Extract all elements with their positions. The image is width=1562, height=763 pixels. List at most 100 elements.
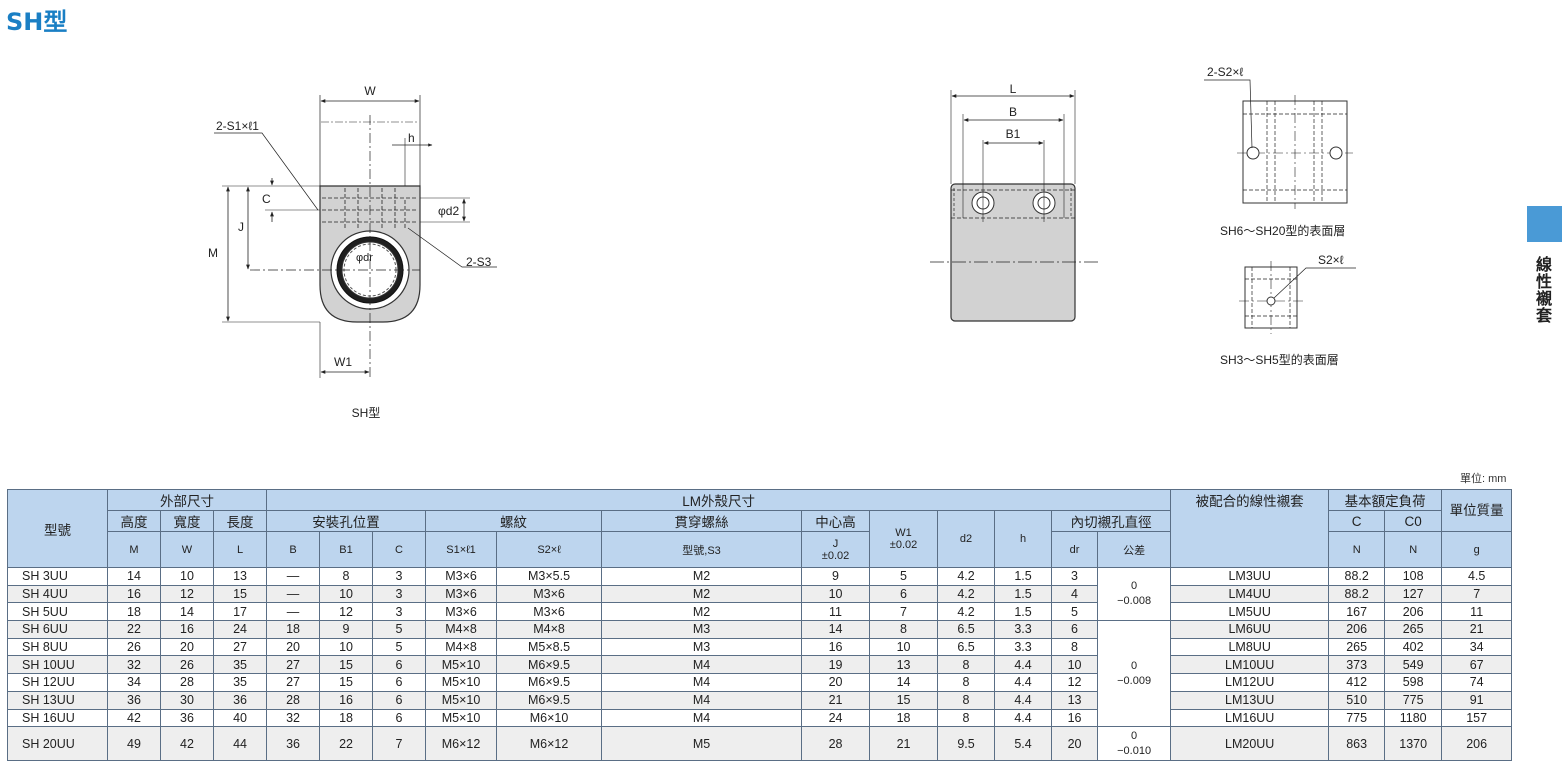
side-tab[interactable] xyxy=(1527,206,1562,242)
label-w1: W1 xyxy=(334,355,352,369)
label-j: J xyxy=(238,220,244,234)
header-s1-sym: S1×ℓ1 xyxy=(425,531,498,568)
table-cell: 8 xyxy=(1051,637,1099,657)
table-cell: 42 xyxy=(107,708,161,728)
table-cell: 4.4 xyxy=(994,673,1053,692)
table-cell: 14 xyxy=(869,673,939,692)
table-cell: 27 xyxy=(212,637,268,657)
table-cell: 22 xyxy=(319,726,374,762)
table-cell: 91 xyxy=(1441,690,1513,710)
table-cell: 11 xyxy=(801,602,871,622)
table-cell: 21 xyxy=(1441,620,1513,639)
spec-table: 型號 外部尺寸 LM外殼尺寸 被配合的線性襯套 基本額定負荷 單位質量 高度 寬… xyxy=(7,489,1513,762)
table-cell: 4 xyxy=(1051,584,1099,604)
table-cell: 167 xyxy=(1328,602,1386,622)
tolerance-upper: 0 xyxy=(1131,580,1138,593)
table-cell: 12 xyxy=(1051,673,1099,692)
table-cell: M3×6 xyxy=(496,602,603,622)
table-cell: — xyxy=(266,584,321,604)
header-through: 貫穿螺絲 xyxy=(601,510,803,532)
table-cell: 7 xyxy=(869,602,939,622)
table-cell: 6.5 xyxy=(937,637,996,657)
table-cell: 5.4 xyxy=(994,726,1053,762)
table-cell: 20 xyxy=(266,637,321,657)
table-cell: 6 xyxy=(1051,620,1099,639)
table-cell: 9 xyxy=(319,620,374,639)
table-cell: 28 xyxy=(801,726,871,762)
table-cell: M3×5.5 xyxy=(496,567,603,586)
header-dr-sym: dr xyxy=(1051,531,1099,568)
table-cell: 10 xyxy=(319,637,374,657)
tolerance-lower: −0.008 xyxy=(1117,595,1152,608)
table-cell: M5 xyxy=(601,726,803,762)
header-l-sym: L xyxy=(212,531,268,568)
table-cell: LM5UU xyxy=(1170,602,1330,622)
table-cell: 14 xyxy=(801,620,871,639)
table-cell: 3 xyxy=(372,584,427,604)
table-cell: 16 xyxy=(160,620,214,639)
table-cell: 20 xyxy=(1051,726,1099,762)
table-cell: — xyxy=(266,602,321,622)
table-cell: LM3UU xyxy=(1170,567,1330,586)
table-cell: 8 xyxy=(937,708,996,728)
table-cell: LM12UU xyxy=(1170,673,1330,692)
table-cell: 11 xyxy=(1441,602,1513,622)
table-cell: M3×6 xyxy=(425,584,498,604)
table-cell: M5×10 xyxy=(425,708,498,728)
top-view-large xyxy=(1204,79,1353,209)
table-cell: 10 xyxy=(319,584,374,604)
table-cell: 18 xyxy=(107,602,161,622)
header-l-name: 長度 xyxy=(212,510,268,532)
table-cell: 6 xyxy=(372,690,427,710)
front-view xyxy=(214,95,497,380)
table-cell: 22 xyxy=(107,620,161,639)
table-cell: LM13UU xyxy=(1170,690,1330,710)
front-caption: SH型 xyxy=(352,406,381,420)
table-cell: 412 xyxy=(1328,673,1386,692)
table-cell: 127 xyxy=(1384,584,1443,604)
top-view-small xyxy=(1239,261,1356,334)
table-cell: 32 xyxy=(107,655,161,675)
table-cell: M4×8 xyxy=(425,637,498,657)
tolerance-cell: 0−0.010 xyxy=(1097,726,1172,762)
table-cell: 4.2 xyxy=(937,602,996,622)
table-cell: 15 xyxy=(869,690,939,710)
table-cell: 265 xyxy=(1328,637,1386,657)
table-cell: 21 xyxy=(869,726,939,762)
table-cell: SH 4UU xyxy=(7,584,108,604)
table-cell: 4.2 xyxy=(937,567,996,586)
table-cell: 3.3 xyxy=(994,620,1053,639)
tolerance-cell: 0−0.009 xyxy=(1097,620,1172,728)
table-cell: M6×9.5 xyxy=(496,690,603,710)
table-cell: 9.5 xyxy=(937,726,996,762)
table-cell: 6 xyxy=(869,584,939,604)
header-n1: N xyxy=(1328,531,1386,568)
header-bore: 內切襯孔直徑 xyxy=(1051,510,1172,532)
table-cell: 20 xyxy=(160,637,214,657)
header-center: 中心高 xyxy=(801,510,871,532)
table-cell: M2 xyxy=(601,584,803,604)
table-cell: 510 xyxy=(1328,690,1386,710)
table-cell: 14 xyxy=(107,567,161,586)
label-d2: φd2 xyxy=(438,204,459,218)
header-h: h xyxy=(994,510,1053,568)
header-bushing: 被配合的線性襯套 xyxy=(1170,489,1330,568)
table-cell: 6.5 xyxy=(937,620,996,639)
table-cell: 3 xyxy=(372,567,427,586)
table-cell: 10 xyxy=(160,567,214,586)
table-cell: 24 xyxy=(212,620,268,639)
table-cell: M5×10 xyxy=(425,690,498,710)
table-cell: 3 xyxy=(1051,567,1099,586)
table-cell: M6×12 xyxy=(425,726,498,762)
header-j-sym: J xyxy=(832,537,839,550)
table-cell: 863 xyxy=(1328,726,1386,762)
table-cell: M6×9.5 xyxy=(496,673,603,692)
table-cell: M4 xyxy=(601,673,803,692)
